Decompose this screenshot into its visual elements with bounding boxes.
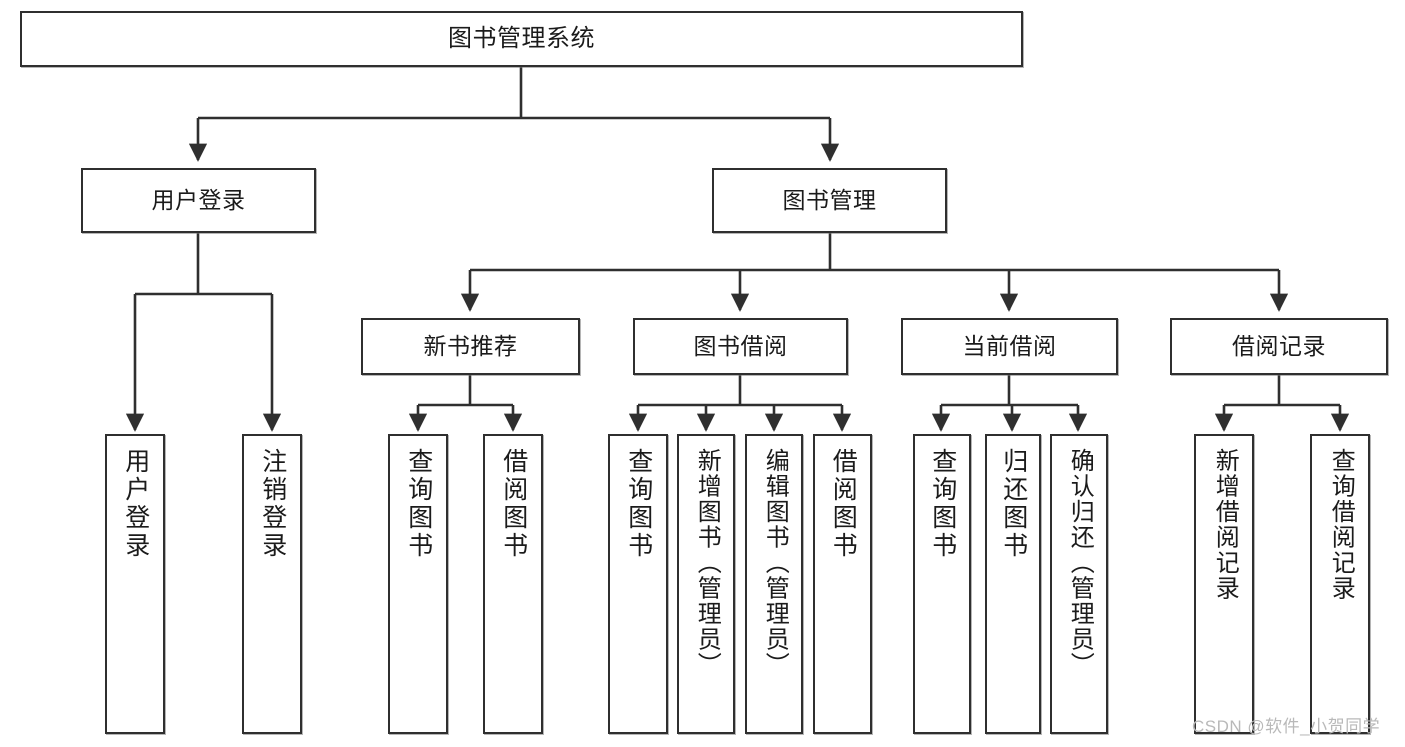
- node-label: 借阅图书: [829, 448, 858, 560]
- node-user-login[interactable]: 用户登录: [81, 168, 316, 233]
- node-new-book-recommend[interactable]: 新书推荐: [361, 318, 580, 375]
- leaf-user-login[interactable]: 用户登录: [105, 434, 165, 734]
- leaf-edit-book-admin[interactable]: 编辑图书（管理员）: [745, 434, 803, 734]
- node-label: 归还图书: [999, 448, 1028, 560]
- watermark-text: CSDN @软件_小贺同学: [1192, 717, 1381, 736]
- leaf-logout-login[interactable]: 注销登录: [242, 434, 302, 734]
- node-book-management[interactable]: 图书管理: [712, 168, 947, 233]
- node-label: 编辑图书（管理员）: [761, 448, 789, 678]
- node-book-borrow[interactable]: 图书借阅: [633, 318, 848, 375]
- node-current-borrow[interactable]: 当前借阅: [901, 318, 1118, 375]
- node-label: 查询图书: [624, 448, 653, 560]
- node-label: 新增借阅记录: [1211, 448, 1239, 601]
- leaf-query-book-recommend[interactable]: 查询图书: [388, 434, 448, 734]
- node-label: 借阅图书: [499, 448, 528, 560]
- leaf-confirm-return-admin[interactable]: 确认归还（管理员）: [1050, 434, 1108, 734]
- node-label: 查询图书: [404, 448, 433, 560]
- leaf-return-book[interactable]: 归还图书: [985, 434, 1041, 734]
- leaf-add-borrow-record[interactable]: 新增借阅记录: [1194, 434, 1254, 734]
- node-label: 借阅记录: [1232, 332, 1326, 359]
- leaf-borrow-book[interactable]: 借阅图书: [813, 434, 872, 734]
- node-label: 图书管理: [782, 186, 877, 213]
- node-label: 当前借阅: [962, 332, 1057, 359]
- node-label: 确认归还（管理员）: [1066, 448, 1094, 678]
- node-label: 注销登录: [258, 448, 287, 560]
- node-label: 新增图书（管理员）: [693, 448, 721, 678]
- node-borrow-record[interactable]: 借阅记录: [1170, 318, 1388, 375]
- node-label: 图书借阅: [693, 332, 788, 359]
- node-label: 用户登录: [121, 448, 150, 560]
- node-label: 图书管理系统: [448, 24, 595, 52]
- node-label: 新书推荐: [423, 332, 518, 359]
- leaf-query-book-current[interactable]: 查询图书: [913, 434, 971, 734]
- leaf-add-book-admin[interactable]: 新增图书（管理员）: [677, 434, 735, 734]
- leaf-query-book-borrow[interactable]: 查询图书: [608, 434, 668, 734]
- leaf-query-borrow-record[interactable]: 查询借阅记录: [1310, 434, 1370, 734]
- node-root-system[interactable]: 图书管理系统: [20, 11, 1023, 67]
- node-label: 查询借阅记录: [1327, 448, 1355, 601]
- leaf-borrow-book-recommend[interactable]: 借阅图书: [483, 434, 543, 734]
- node-label: 用户登录: [151, 186, 246, 213]
- node-label: 查询图书: [928, 448, 957, 560]
